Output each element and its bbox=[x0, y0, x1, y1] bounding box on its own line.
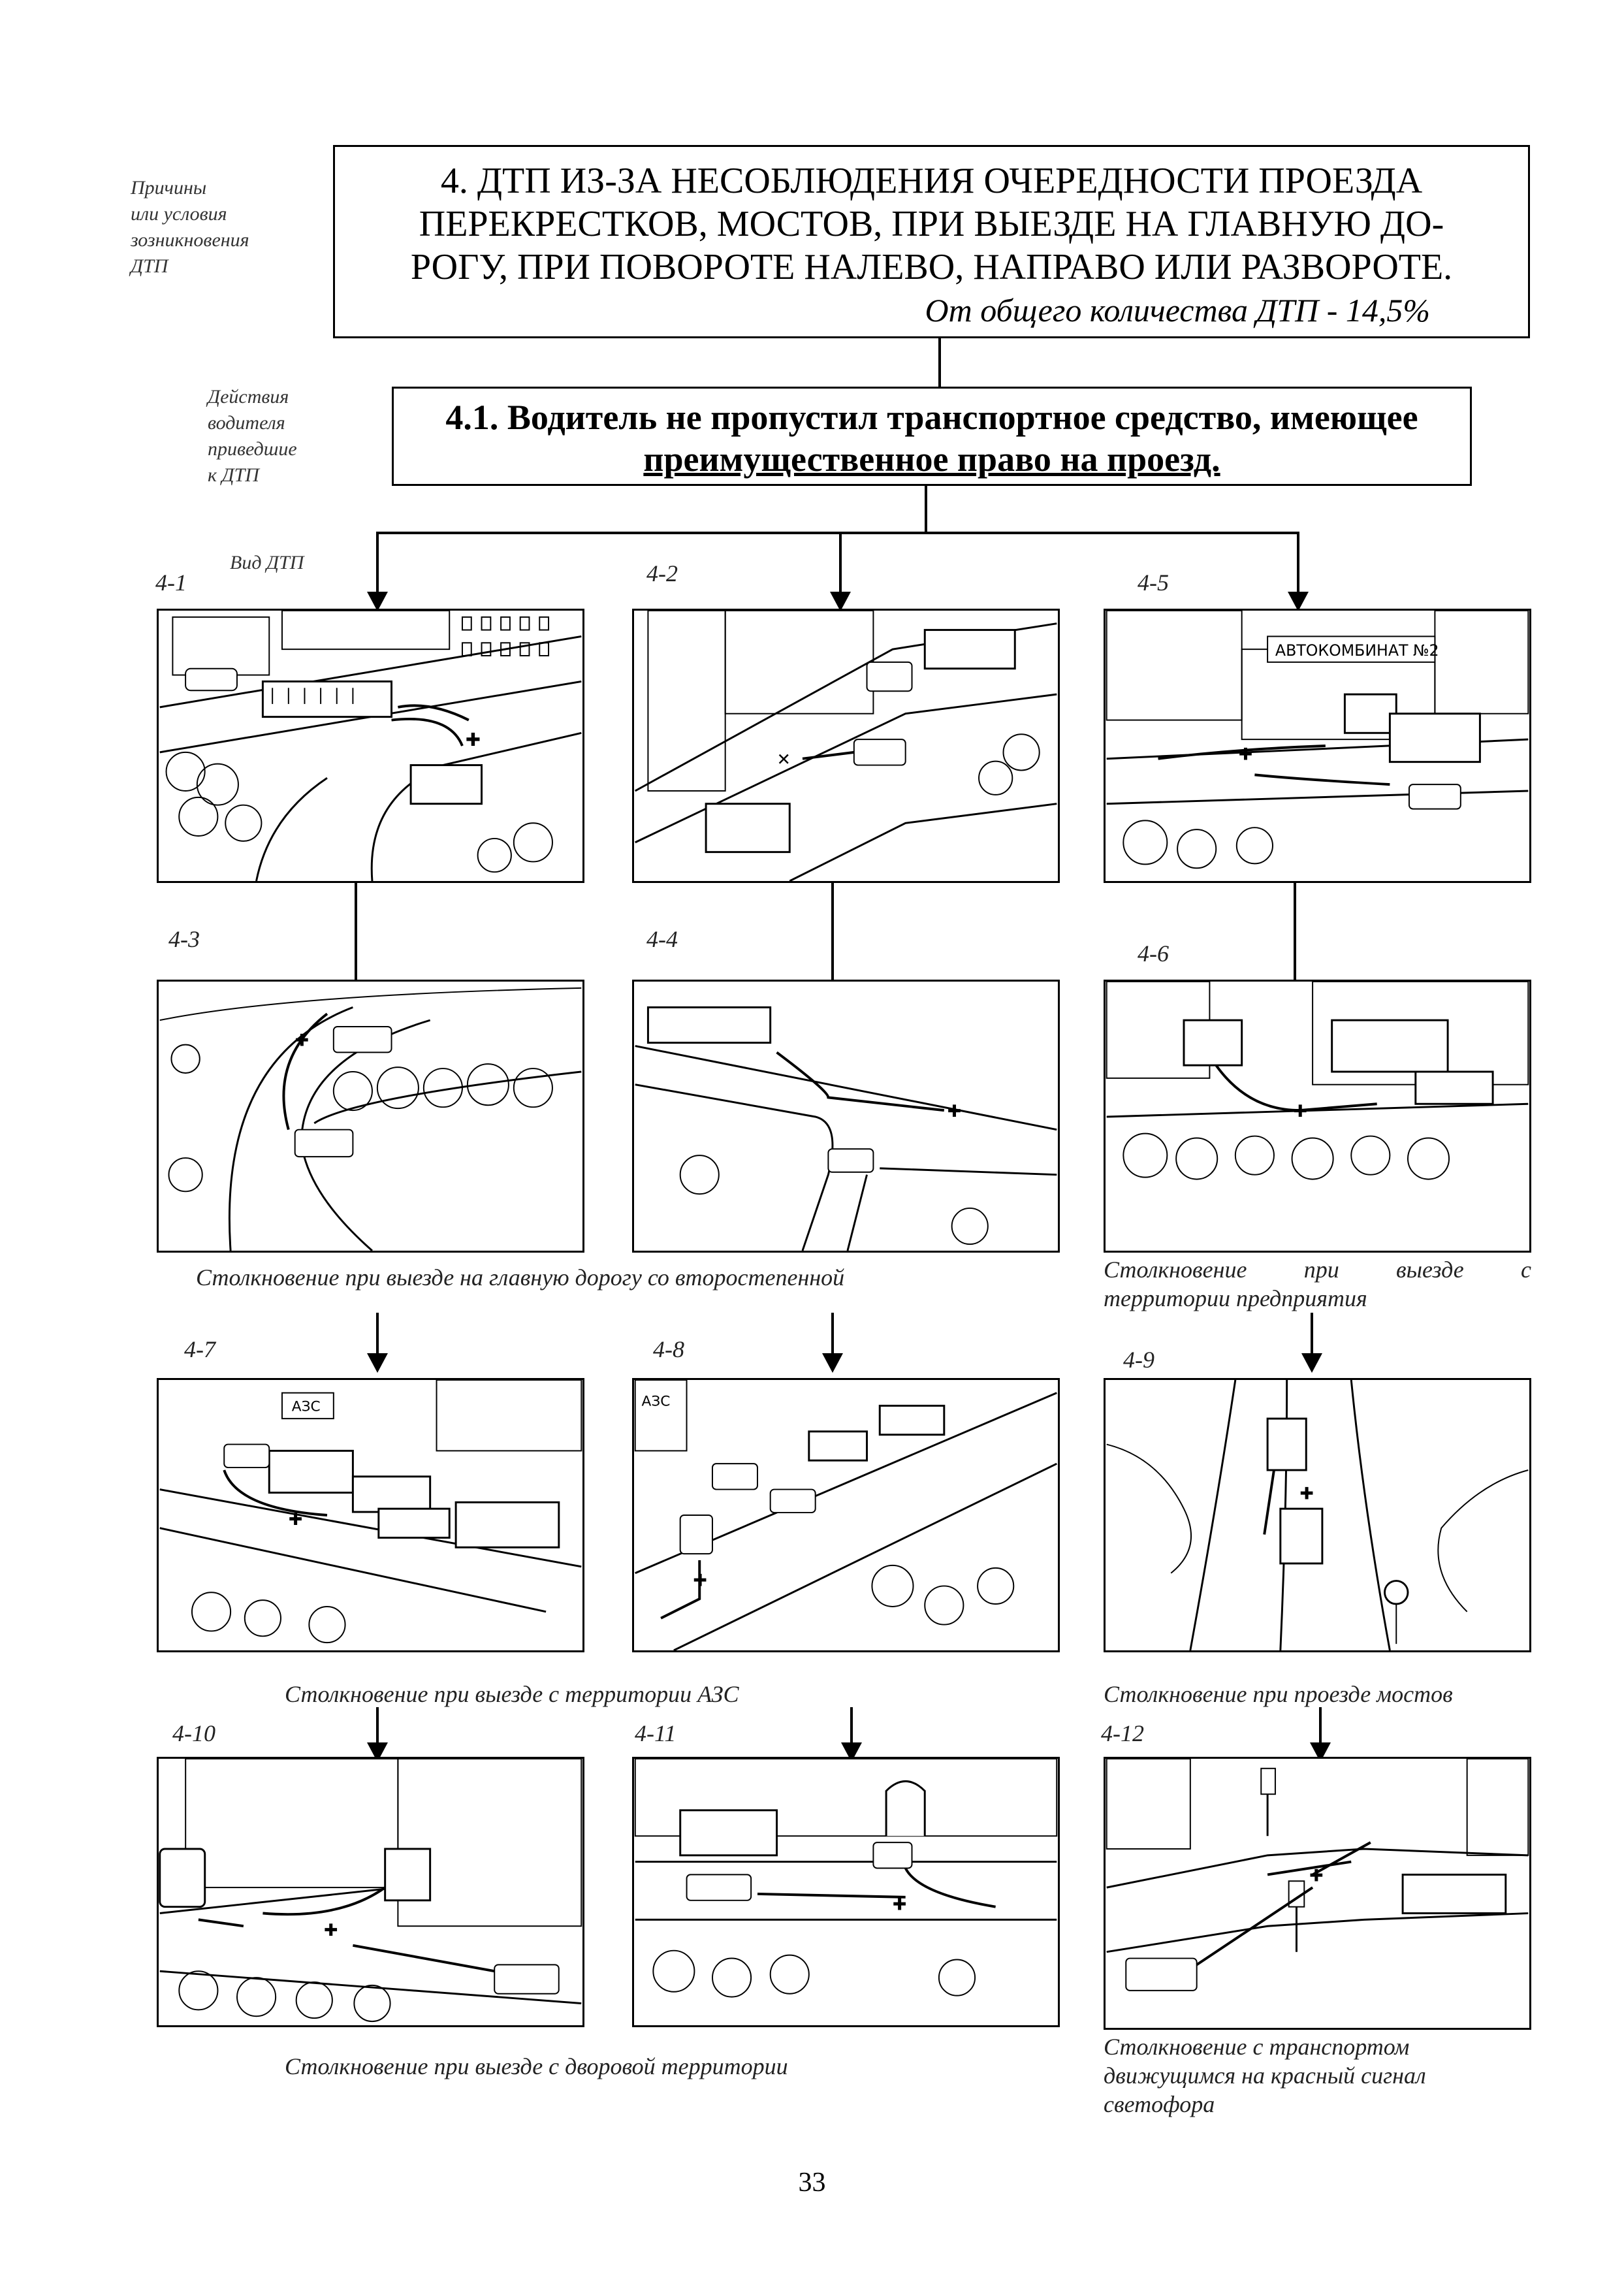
arrow-down bbox=[822, 1353, 843, 1373]
connector bbox=[1311, 1313, 1313, 1356]
sign-azs: АЗС bbox=[642, 1393, 671, 1409]
svg-text:✚: ✚ bbox=[893, 1895, 906, 1915]
connector bbox=[1294, 883, 1296, 980]
connector bbox=[839, 532, 842, 594]
arrow-down bbox=[830, 592, 851, 611]
connector bbox=[376, 1313, 379, 1356]
panel-4-9: ✚ bbox=[1104, 1378, 1531, 1652]
svg-text:✚: ✚ bbox=[324, 1921, 338, 1940]
panel-4-3: ✚ bbox=[157, 980, 584, 1253]
panel-id: 4-12 bbox=[1101, 1720, 1144, 1746]
caption-enterprise: Столкновение при выезде с территории пре… bbox=[1104, 1257, 1531, 1311]
illustration-enterprise-exit: АВТОКОМБИНАТ №2 ✚ bbox=[1106, 611, 1529, 869]
panel-4-7: АЗС ✚ bbox=[157, 1378, 584, 1652]
heading-line-3: РОГУ, ПРИ ПОВОРОТЕ НАЛЕВО, НАПРАВО ИЛИ Р… bbox=[410, 247, 1453, 287]
arrow-down bbox=[367, 1353, 388, 1373]
arrow-down bbox=[1301, 1353, 1322, 1373]
svg-text:✚: ✚ bbox=[1294, 1102, 1307, 1121]
panel-id: 4-11 bbox=[635, 1720, 677, 1746]
panel-4-4: ✚ bbox=[632, 980, 1060, 1253]
panel-id: 4-10 bbox=[172, 1720, 215, 1746]
heading-line-1: 4. ДТП ИЗ-ЗА НЕСОБЛЮДЕНИЯ ОЧЕРЕДНОСТИ ПР… bbox=[440, 161, 1423, 201]
connector bbox=[376, 532, 379, 594]
panel-4-1: ✚ bbox=[157, 609, 584, 883]
illustration-gas-station-road: АЗС ✚ bbox=[634, 1380, 1057, 1650]
connector bbox=[831, 883, 834, 980]
svg-text:✕: ✕ bbox=[777, 750, 791, 770]
illustration-yard-exit: ✚ bbox=[159, 1759, 582, 2023]
connector bbox=[850, 1707, 853, 1745]
svg-text:✚: ✚ bbox=[1239, 745, 1252, 765]
page-number: 33 bbox=[798, 2168, 826, 2198]
panel-4-10: ✚ bbox=[157, 1757, 584, 2027]
panel-4-11: ✚ bbox=[632, 1757, 1060, 2027]
svg-text:✚: ✚ bbox=[1309, 1866, 1323, 1885]
connector bbox=[938, 338, 941, 387]
svg-text:✚: ✚ bbox=[466, 729, 481, 750]
caption-azs: Столкновение при выезде с территории АЗС bbox=[285, 1681, 739, 1707]
connector bbox=[376, 532, 1299, 534]
panel-id: 4-3 bbox=[168, 926, 200, 952]
actions-label: Действия водителя приведшие к ДТП bbox=[208, 386, 297, 486]
arrow-down bbox=[367, 592, 388, 611]
caption-bridges: Столкновение при проезде мостов bbox=[1104, 1681, 1453, 1707]
illustration-arch-exit: ✚ bbox=[634, 1759, 1058, 1998]
share-statistic: От общего количества ДТП - 14,5% bbox=[925, 292, 1430, 329]
subheading-line-2: преимущественное право на проезд. bbox=[643, 440, 1220, 479]
svg-text:✚: ✚ bbox=[295, 1031, 309, 1051]
connector bbox=[831, 1313, 834, 1356]
panel-id: 4-5 bbox=[1138, 569, 1169, 596]
subheading-box: 4.1. Водитель не пропустил транспортное … bbox=[392, 387, 1472, 486]
panel-id: 4-7 bbox=[184, 1336, 215, 1362]
connector bbox=[355, 883, 357, 980]
caption-yard: Столкновение при выезде с дворовой терри… bbox=[285, 2053, 788, 2079]
subheading-line-1: 4.1. Водитель не пропустил транспортное … bbox=[445, 398, 1418, 437]
illustration-intersection: ✕ bbox=[634, 611, 1057, 881]
svg-text:✚: ✚ bbox=[1299, 1484, 1313, 1503]
svg-text:✚: ✚ bbox=[289, 1510, 302, 1530]
panel-4-8: АЗС ✚ bbox=[632, 1378, 1060, 1652]
connector bbox=[376, 1707, 379, 1745]
sign-azs: АЗС bbox=[292, 1398, 321, 1415]
panel-id: 4-4 bbox=[646, 926, 678, 952]
illustration-side-road: ✚ bbox=[635, 1006, 1057, 1251]
illustration-enterprise-gate: ✚ bbox=[1106, 982, 1529, 1180]
heading-line-2: ПЕРЕКРЕСТКОВ, МОСТОВ, ПРИ ВЫЕЗДЕ НА ГЛАВ… bbox=[419, 204, 1444, 244]
connector bbox=[1297, 532, 1299, 594]
panel-4-5: АВТОКОМБИНАТ №2 ✚ bbox=[1104, 609, 1531, 883]
sign-autokombinat: АВТОКОМБИНАТ №2 bbox=[1275, 641, 1439, 660]
type-label: Вид ДТП bbox=[230, 552, 304, 573]
illustration-bridge: ✚ bbox=[1106, 1380, 1529, 1650]
svg-text:✚: ✚ bbox=[693, 1571, 707, 1590]
illustration-bus-turn: ✚ bbox=[159, 611, 582, 881]
caption-main-road: Столкновение при выезде на главную дорог… bbox=[196, 1264, 845, 1291]
panel-4-2: ✕ bbox=[632, 609, 1060, 883]
panel-id: 4-2 bbox=[646, 560, 678, 586]
panel-4-12: ✚ bbox=[1104, 1757, 1531, 2030]
arrow-down bbox=[1288, 592, 1309, 611]
panel-id: 4-1 bbox=[155, 569, 187, 596]
svg-text:✚: ✚ bbox=[947, 1102, 961, 1121]
illustration-curved-road: ✚ bbox=[159, 987, 582, 1251]
causes-label: Причины или условия зозникновения ДТП bbox=[131, 177, 249, 277]
illustration-red-light: ✚ bbox=[1106, 1759, 1529, 1991]
panel-id: 4-8 bbox=[653, 1336, 684, 1362]
panel-id: 4-6 bbox=[1138, 940, 1169, 967]
illustration-gas-station-exit: АЗС ✚ bbox=[159, 1380, 582, 1644]
connector bbox=[1319, 1707, 1322, 1745]
caption-red-light: Столкновение с транспортом движущимся на… bbox=[1104, 2034, 1426, 2117]
main-heading-box: 4. ДТП ИЗ-ЗА НЕСОБЛЮДЕНИЯ ОЧЕРЕДНОСТИ ПР… bbox=[333, 145, 1530, 338]
panel-id: 4-9 bbox=[1123, 1347, 1154, 1373]
connector bbox=[925, 486, 927, 533]
panel-4-6: ✚ bbox=[1104, 980, 1531, 1253]
